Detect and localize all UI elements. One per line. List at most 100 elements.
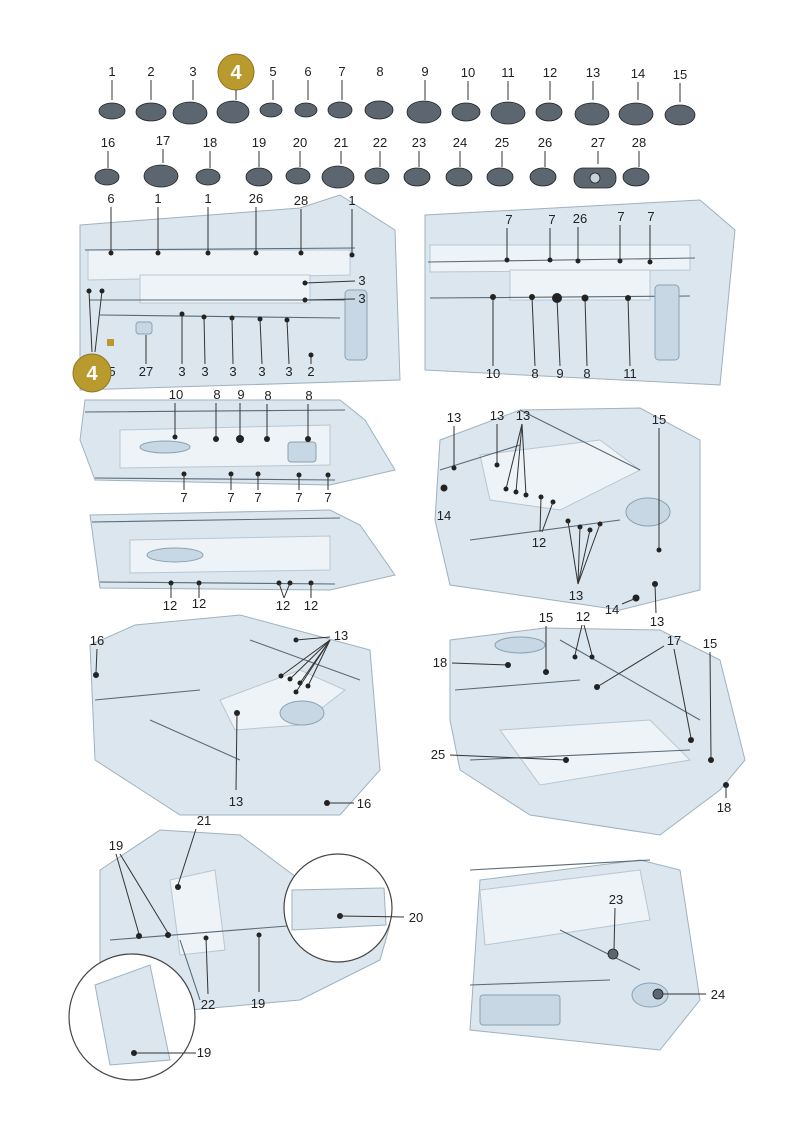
catalog-item-10: 10 [451, 65, 481, 122]
catalog-item-12: 12 [535, 65, 563, 122]
view-sill-lower: 12 12 12 12 [89, 509, 396, 613]
callout: 13 [650, 614, 664, 629]
catalog-label-13: 13 [586, 65, 600, 80]
callout: 7 [254, 490, 261, 505]
callouts: 23 24 [607, 892, 725, 1002]
catalog-item-1: 1 [98, 64, 126, 120]
catalog-item-11: 11 [490, 65, 526, 125]
callout: 3 [358, 273, 365, 288]
callout: 7 [227, 490, 234, 505]
catalog-item-6: 6 [294, 64, 318, 118]
callout: 18 [717, 800, 731, 815]
catalog-label-20: 20 [293, 135, 307, 150]
callouts: 15 12 18 17 15 25 18 [431, 609, 731, 815]
callout: 9 [237, 387, 244, 402]
callout: 8 [583, 366, 590, 381]
catalog-label-25: 25 [495, 135, 509, 150]
callouts-bottom: 10 8 9 8 11 [486, 293, 637, 381]
callout: 8 [264, 388, 271, 403]
catalog-item-21: 21 [321, 135, 355, 189]
catalog-item-27: 27 [573, 135, 617, 189]
callout: 14 [605, 602, 619, 617]
callout: 3 [178, 364, 185, 379]
callout: 13 [569, 588, 583, 603]
catalog-label-24: 24 [453, 135, 467, 150]
catalog-row-1: 1 2 3 4 5 6 7 8 9 10 11 12 13 14 15 [98, 53, 696, 126]
callout: 16 [90, 633, 104, 648]
catalog-label-7: 7 [338, 64, 345, 79]
callouts: 16 13 13 16 [90, 628, 371, 811]
callout: 12 [163, 598, 177, 613]
callout: 19 [109, 838, 123, 853]
callout: 12 [276, 598, 290, 613]
callout: 7 [295, 490, 302, 505]
callouts: 13 13 13 15 14 12 13 14 13 [437, 408, 666, 629]
callout: 25 [431, 747, 445, 762]
catalog-item-14: 14 [618, 66, 654, 126]
catalog-item-7: 7 [327, 64, 353, 119]
catalog-item-26: 26 [529, 135, 557, 187]
catalog-item-8: 8 [364, 64, 394, 120]
catalog-item-2: 2 [135, 64, 167, 122]
view-floor-center: 13 13 13 15 14 12 13 14 13 [434, 407, 701, 629]
callout: 28 [294, 193, 308, 208]
callout: 2 [307, 364, 314, 379]
catalog-item-20: 20 [285, 135, 311, 185]
catalog-item-19: 19 [245, 135, 273, 187]
catalog-label-8: 8 [376, 64, 383, 79]
catalog-row-2: 16 17 18 19 20 21 22 23 24 25 26 27 28 [94, 133, 650, 189]
callout: 7 [548, 212, 555, 227]
catalog-label-10: 10 [461, 65, 475, 80]
callout: 7 [180, 490, 187, 505]
catalog-label-23: 23 [412, 135, 426, 150]
callout: 15 [703, 636, 717, 651]
catalog-label-17: 17 [156, 133, 170, 148]
callout: 14 [437, 508, 451, 523]
callouts-top: 6 1 1 26 28 1 [107, 191, 356, 258]
catalog-label-27: 27 [591, 135, 605, 150]
catalog-label-16: 16 [101, 135, 115, 150]
view-sill-upper: 10 8 9 8 8 7 7 7 7 7 [79, 387, 396, 505]
callout: 19 [251, 996, 265, 1011]
callout: 7 [647, 209, 654, 224]
catalog-item-24: 24 [445, 135, 473, 187]
catalog-label-18: 18 [203, 135, 217, 150]
callout: 21 [197, 813, 211, 828]
callout: 22 [201, 997, 215, 1012]
callouts-bottom: 5 27 3 3 3 3 3 2 [108, 311, 315, 379]
catalog-item-23: 23 [403, 135, 431, 187]
callout: 3 [358, 291, 365, 306]
highlight-badge-label: 4 [86, 363, 98, 385]
catalog-label-26: 26 [538, 135, 552, 150]
catalog-label-15: 15 [673, 67, 687, 82]
callout: 10 [169, 387, 183, 402]
callout: 3 [201, 364, 208, 379]
catalog-item-4-highlighted: 4 [216, 53, 255, 124]
callouts-top: 7 7 26 7 7 [504, 209, 655, 265]
callout: 18 [433, 655, 447, 670]
catalog-item-5: 5 [259, 64, 283, 118]
callout: 24 [711, 987, 725, 1002]
callout: 26 [249, 191, 263, 206]
callout: 15 [539, 610, 553, 625]
highlight-badge-label: 4 [230, 62, 242, 84]
callout: 20 [409, 910, 423, 925]
catalog-label-3: 3 [189, 64, 196, 79]
callout: 13 [447, 410, 461, 425]
view-rear-quarter: 23 24 [469, 859, 725, 1051]
callout: 8 [213, 387, 220, 402]
callout: 13 [490, 408, 504, 423]
callout: 12 [192, 596, 206, 611]
catalog-item-18: 18 [195, 135, 221, 186]
callout: 23 [609, 892, 623, 907]
callout: 3 [285, 364, 292, 379]
callout: 3 [229, 364, 236, 379]
callout: 13 [516, 408, 530, 423]
catalog-label-21: 21 [334, 135, 348, 150]
callout: 6 [107, 191, 114, 206]
view-front-firewall-right: 7 7 26 7 7 10 8 9 8 11 [424, 199, 736, 386]
view-front-firewall-left: 6 1 1 26 28 1 3 3 5 27 3 3 3 [72, 191, 401, 393]
catalog-label-14: 14 [631, 66, 645, 81]
view-floor-rear: 15 12 18 17 15 25 18 [431, 609, 746, 836]
